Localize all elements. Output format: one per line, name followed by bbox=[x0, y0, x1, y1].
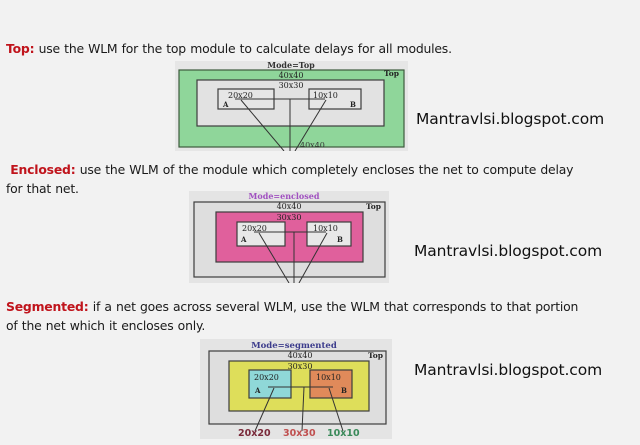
segmented-mode-diagram: Mode=segmented 40x40 Top 30x30 20x20 A 1… bbox=[200, 339, 392, 439]
enclosed-outer-label: 40x40 bbox=[277, 202, 302, 211]
top-middle-label: 30x30 bbox=[279, 81, 304, 90]
top-left-box-pin: A bbox=[222, 100, 229, 109]
segmented-bottom-label-right: 10x10 bbox=[327, 428, 360, 439]
segmented-keyword: Segmented: bbox=[6, 299, 89, 314]
watermark-3: Mantravlsi.blogspot.com bbox=[414, 361, 603, 379]
segmented-mode-label: Mode=segmented bbox=[251, 341, 337, 351]
top-corner-label: Top bbox=[384, 69, 399, 78]
top-outer-label: 40x40 bbox=[279, 71, 304, 80]
segmented-outer-label: 40x40 bbox=[288, 351, 313, 360]
top-right-box-pin: B bbox=[350, 100, 356, 109]
segmented-bottom-label-left: 20x20 bbox=[238, 428, 271, 439]
enclosed-mode-diagram: Mode=enclosed 40x40 Top 30x30 20x20 A 10… bbox=[189, 191, 389, 283]
top-left-box-label: 20x20 bbox=[228, 91, 253, 100]
enclosed-description-line-1: use the WLM of the module which complete… bbox=[79, 162, 574, 177]
top-description-line-1: use the WLM for the top module to calcul… bbox=[38, 41, 452, 56]
enclosed-left-box-label: 20x20 bbox=[242, 224, 267, 233]
segmented-bottom-label-middle: 30x30 bbox=[283, 428, 316, 439]
segmented-right-box-pin: B bbox=[341, 386, 347, 395]
enclosed-keyword: Enclosed: bbox=[10, 162, 76, 177]
top-mode-diagram: Mode=Top 40x40 Top 30x30 20x20 A 10x10 B bbox=[175, 61, 408, 151]
top-right-box-label: 10x10 bbox=[313, 91, 338, 100]
segmented-description-line-2: of the net which it encloses only. bbox=[6, 318, 206, 333]
top-bottom-label: 40x40 bbox=[300, 142, 325, 147]
top-mode-description: Top: use the WLM for the top module to c… bbox=[6, 39, 452, 58]
enclosed-mode-label: Mode=enclosed bbox=[249, 191, 320, 201]
enclosed-mode-description: Enclosed: use the WLM of the module whic… bbox=[6, 160, 573, 198]
enclosed-left-box-pin: A bbox=[240, 235, 247, 244]
segmented-left-box-pin: A bbox=[254, 386, 261, 395]
segmented-corner-label: Top bbox=[368, 351, 383, 360]
top-mode-label: Mode=Top bbox=[267, 61, 315, 70]
watermark-1: Mantravlsi.blogspot.com bbox=[416, 110, 605, 128]
enclosed-description-line-2: for that net. bbox=[6, 181, 79, 196]
segmented-description-line-1: if a net goes across several WLM, use th… bbox=[92, 299, 579, 314]
segmented-left-box-label: 20x20 bbox=[254, 373, 279, 382]
top-keyword: Top: bbox=[6, 41, 35, 56]
enclosed-corner-label: Top bbox=[366, 202, 381, 211]
enclosed-right-box-label: 10x10 bbox=[313, 224, 338, 233]
segmented-mode-description: Segmented: if a net goes across several … bbox=[6, 297, 578, 335]
watermark-2: Mantravlsi.blogspot.com bbox=[414, 242, 603, 260]
segmented-middle-label: 30x30 bbox=[288, 362, 313, 371]
enclosed-right-box-pin: B bbox=[337, 235, 343, 244]
enclosed-middle-label: 30x30 bbox=[277, 213, 302, 222]
segmented-right-box-label: 10x10 bbox=[316, 373, 341, 382]
